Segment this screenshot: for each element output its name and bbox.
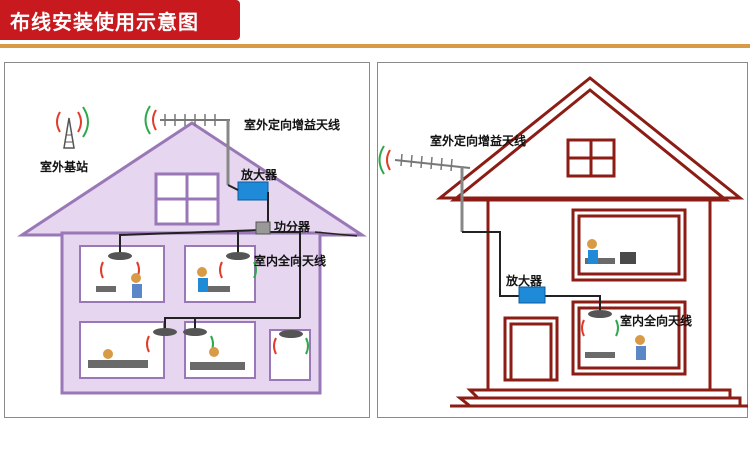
ceiling-antenna-icons xyxy=(108,252,303,338)
title-underline xyxy=(0,44,750,48)
title-bar: 布线安装使用示意图 xyxy=(0,0,240,40)
label-outdoor-base-station: 室外基站 xyxy=(40,160,89,174)
outdoor-antenna-icon xyxy=(144,105,230,185)
label-right-amplifier: 放大器 xyxy=(506,274,543,288)
label-right-indoor-antenna: 室内全向天线 xyxy=(620,314,693,328)
right-house xyxy=(435,76,748,408)
label-left-outdoor-antenna: 室外定向增益天线 xyxy=(244,118,341,132)
right-cables xyxy=(462,231,601,312)
right-amplifier-icon xyxy=(518,286,546,304)
right-ceiling-antenna-icon xyxy=(588,310,612,318)
left-cables xyxy=(119,184,301,330)
page-title: 布线安装使用示意图 xyxy=(10,10,199,34)
power-splitter-icon xyxy=(255,221,271,235)
base-station-icon xyxy=(56,106,89,149)
right-outdoor-antenna-icon xyxy=(378,145,471,232)
right-room-figures xyxy=(585,239,646,360)
left-ray xyxy=(314,231,358,237)
label-right-outdoor-antenna: 室外定向增益天线 xyxy=(430,134,527,148)
amplifier-icon xyxy=(237,181,269,201)
room-figures xyxy=(88,267,245,370)
label-left-amplifier: 放大器 xyxy=(241,168,278,182)
label-power-splitter: 功分器 xyxy=(274,220,311,234)
label-left-indoor-antenna: 室内全向天线 xyxy=(254,254,327,268)
